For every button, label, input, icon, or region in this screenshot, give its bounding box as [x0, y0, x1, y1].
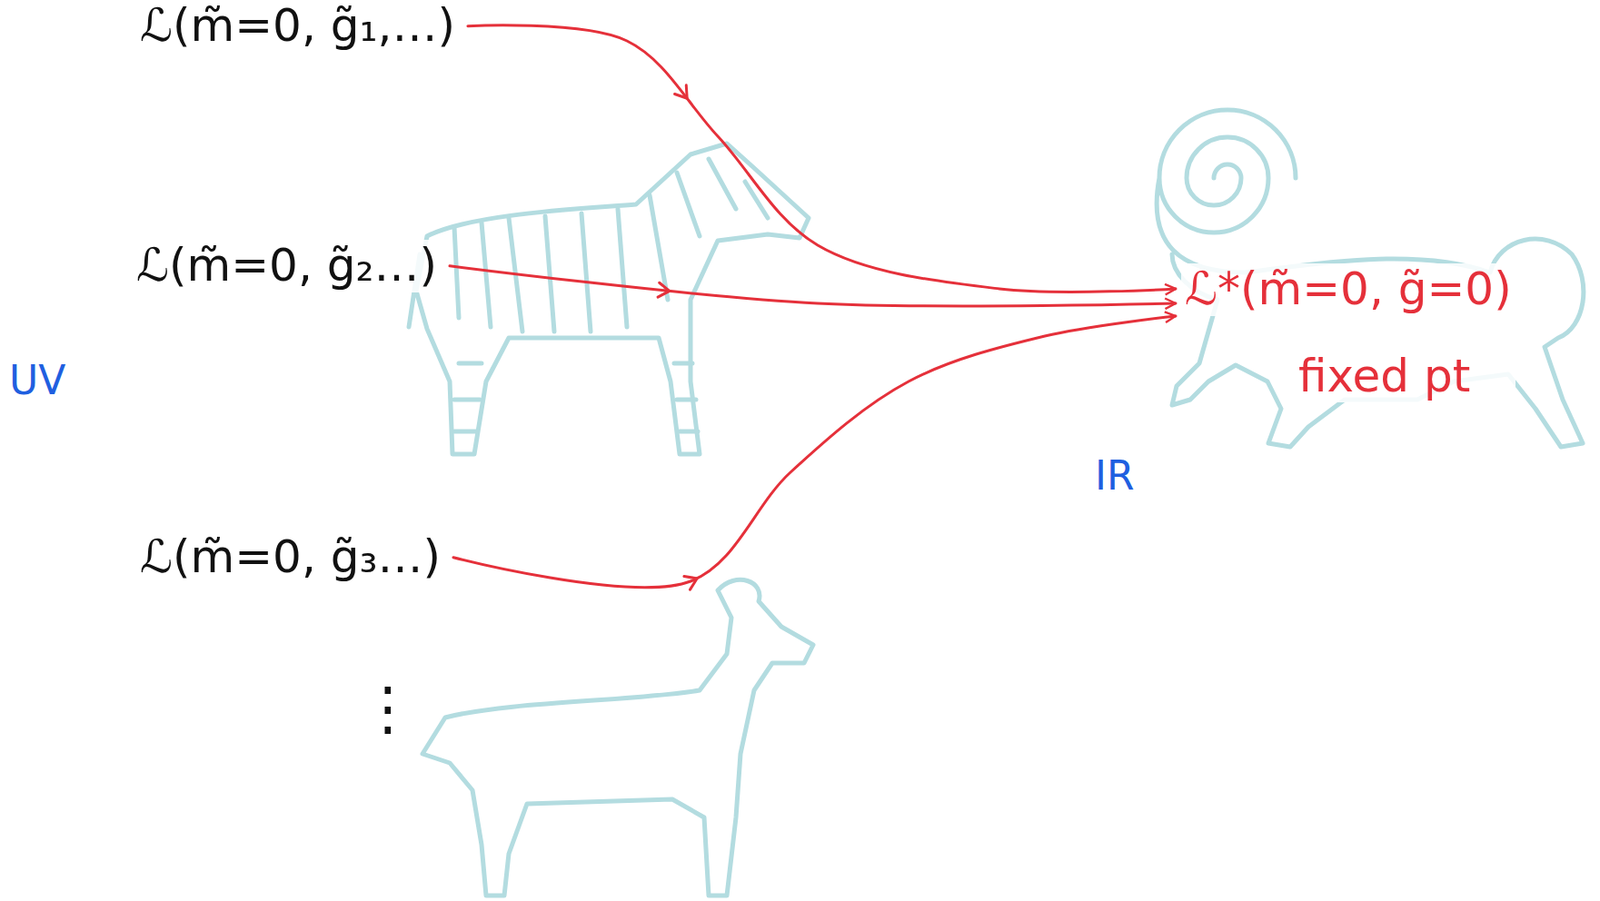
uv-lagrangian: ℒ(m̃=0, g̃₂…) — [132, 239, 441, 293]
uv-lagrangian: ℒ(m̃=0, g̃₃…) — [136, 531, 445, 585]
uv-lagrangian: ℒ(m̃=0, g̃₁,…) — [136, 0, 459, 53]
formula-text: ℒ(m̃=0, g̃₁,…) — [136, 0, 459, 53]
zebra-stripes — [454, 159, 768, 432]
ir-label: IR — [1094, 454, 1135, 498]
formula-text: ℒ*(m̃=0, g̃=0) — [1181, 263, 1516, 317]
mid-arrowhead — [684, 572, 700, 591]
mid-arrowhead — [675, 85, 694, 103]
formula-text: ℒ(m̃=0, g̃₂…) — [132, 239, 441, 293]
flow-arrow — [467, 25, 1176, 293]
flow-arrow — [453, 316, 1176, 588]
zebra-silhouette — [408, 143, 809, 455]
connector-group — [449, 25, 1176, 590]
continuation-dots: ⋮ — [358, 676, 418, 741]
fixed-point-lagrangian: ℒ*(m̃=0, g̃=0) fixed pt — [1181, 263, 1516, 403]
flow-arrow — [449, 266, 1176, 307]
mid-arrowhead — [657, 282, 671, 299]
caption-text: fixed pt — [1294, 350, 1516, 404]
goat-silhouette — [422, 579, 814, 896]
formula-text: ℒ(m̃=0, g̃₃…) — [136, 531, 445, 585]
uv-label: UV — [9, 358, 66, 403]
monkey-silhouette — [1156, 109, 1584, 448]
